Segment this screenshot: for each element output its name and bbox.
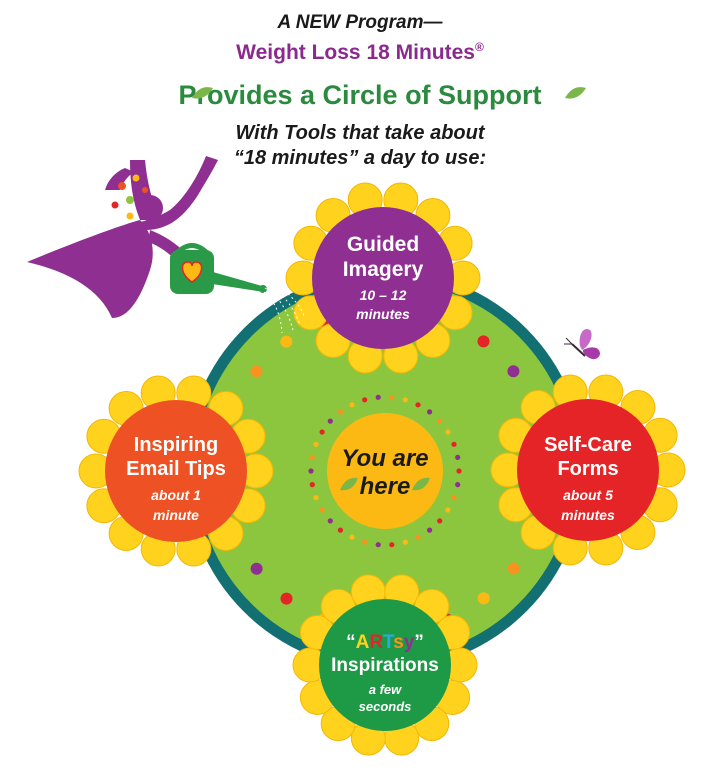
artsy-letter-t: T <box>383 632 395 653</box>
decorative-dot <box>349 534 355 540</box>
decorative-dot <box>456 468 462 474</box>
guided-imagery-time-2: minutes <box>356 306 410 322</box>
email-tips-time-1: about 1 <box>151 487 201 503</box>
decorative-dot <box>250 365 263 378</box>
decorative-dot <box>415 534 421 540</box>
center-label-1: You are <box>341 445 428 472</box>
decorative-dot <box>445 507 451 513</box>
self-care-time-2: minutes <box>561 507 615 523</box>
email-tips-time-2: minute <box>153 507 199 523</box>
decorative-dot <box>427 409 433 415</box>
subtitle-line-2: “18 minutes” a day to use: <box>233 147 487 169</box>
decorative-dot <box>477 592 490 605</box>
decorative-dot <box>375 394 381 400</box>
self-care-title-2: Forms <box>557 458 618 480</box>
decorative-dot <box>389 394 395 400</box>
email-tips-title-2: Email Tips <box>126 458 226 480</box>
decorative-dot <box>455 454 461 460</box>
decorative-dot <box>507 562 520 575</box>
leaf-icon <box>340 477 358 491</box>
decorative-dot <box>389 542 395 548</box>
inner-dot-ring <box>308 394 462 548</box>
artsy-time-2: seconds <box>359 699 412 714</box>
subtitle-line-1: With Tools that take about <box>235 122 485 144</box>
decorative-dot <box>455 482 461 488</box>
guided-imagery-title-2: Imagery <box>343 258 424 281</box>
butterfly-icon <box>564 328 600 360</box>
decorative-dot <box>313 441 319 447</box>
decorative-dot <box>427 527 433 533</box>
leaf-icon <box>412 477 430 491</box>
decorative-dot <box>319 429 325 435</box>
decorative-dot <box>309 454 315 460</box>
decorative-dot <box>337 527 343 533</box>
decorative-dot <box>477 335 490 348</box>
decorative-dot <box>437 418 443 424</box>
decorative-dot <box>402 397 408 403</box>
decorative-dot <box>362 539 368 545</box>
decorative-dot <box>309 482 315 488</box>
decorative-dot <box>313 495 319 501</box>
decorative-dot <box>327 418 333 424</box>
artsy-circle <box>319 599 451 731</box>
decorative-dot <box>375 542 381 548</box>
header-line-1: A NEW Program— <box>277 12 443 33</box>
leaf-icon <box>192 87 213 99</box>
artsy-title-2: Inspirations <box>331 655 439 676</box>
center-label-2: here <box>360 473 411 500</box>
decorative-dot <box>337 409 343 415</box>
guided-imagery-title-1: Guided <box>347 233 419 256</box>
self-care-time-1: about 5 <box>563 487 613 503</box>
program-name: Weight Loss 18 Minutes® <box>0 40 720 65</box>
decorative-dot <box>327 518 333 524</box>
guided-imagery-circle <box>312 207 454 349</box>
decorative-dot <box>451 495 457 501</box>
registered-mark: ® <box>474 40 484 54</box>
artsy-letter-a: A <box>356 632 370 653</box>
artsy-letter-s: s <box>393 632 404 653</box>
email-tips-circle <box>105 400 247 542</box>
decorative-dot <box>280 335 293 348</box>
decorative-dot <box>349 402 355 408</box>
artsy-title: “ARTsy” <box>346 632 424 653</box>
artsy-quote-open: “ <box>346 632 356 653</box>
decorative-dot <box>437 518 443 524</box>
decorative-dot <box>280 592 293 605</box>
decorative-dot <box>362 397 368 403</box>
decorative-dot <box>507 365 520 378</box>
decorative-dot <box>415 402 421 408</box>
self-care-title-1: Self-Care <box>544 434 632 456</box>
decorative-dot <box>451 441 457 447</box>
leaf-icon <box>565 87 586 99</box>
email-tips-title-1: Inspiring <box>134 434 218 456</box>
artsy-quote-close: ” <box>414 632 424 653</box>
decorative-dot <box>250 562 263 575</box>
decorative-dot <box>402 539 408 545</box>
center-circle <box>327 413 443 529</box>
decorative-dot <box>319 507 325 513</box>
artsy-letter-r: R <box>369 632 383 653</box>
artsy-letter-y: y <box>404 632 415 653</box>
decorative-dot <box>445 429 451 435</box>
headline: Provides a Circle of Support <box>178 80 542 110</box>
self-care-circle <box>517 399 659 541</box>
heart-icon <box>181 261 203 283</box>
decorative-dot <box>308 468 314 474</box>
program-name-text: Weight Loss 18 Minutes <box>236 41 475 64</box>
guided-imagery-time-1: 10 – 12 <box>360 287 407 303</box>
artsy-time-1: a few <box>369 682 402 697</box>
